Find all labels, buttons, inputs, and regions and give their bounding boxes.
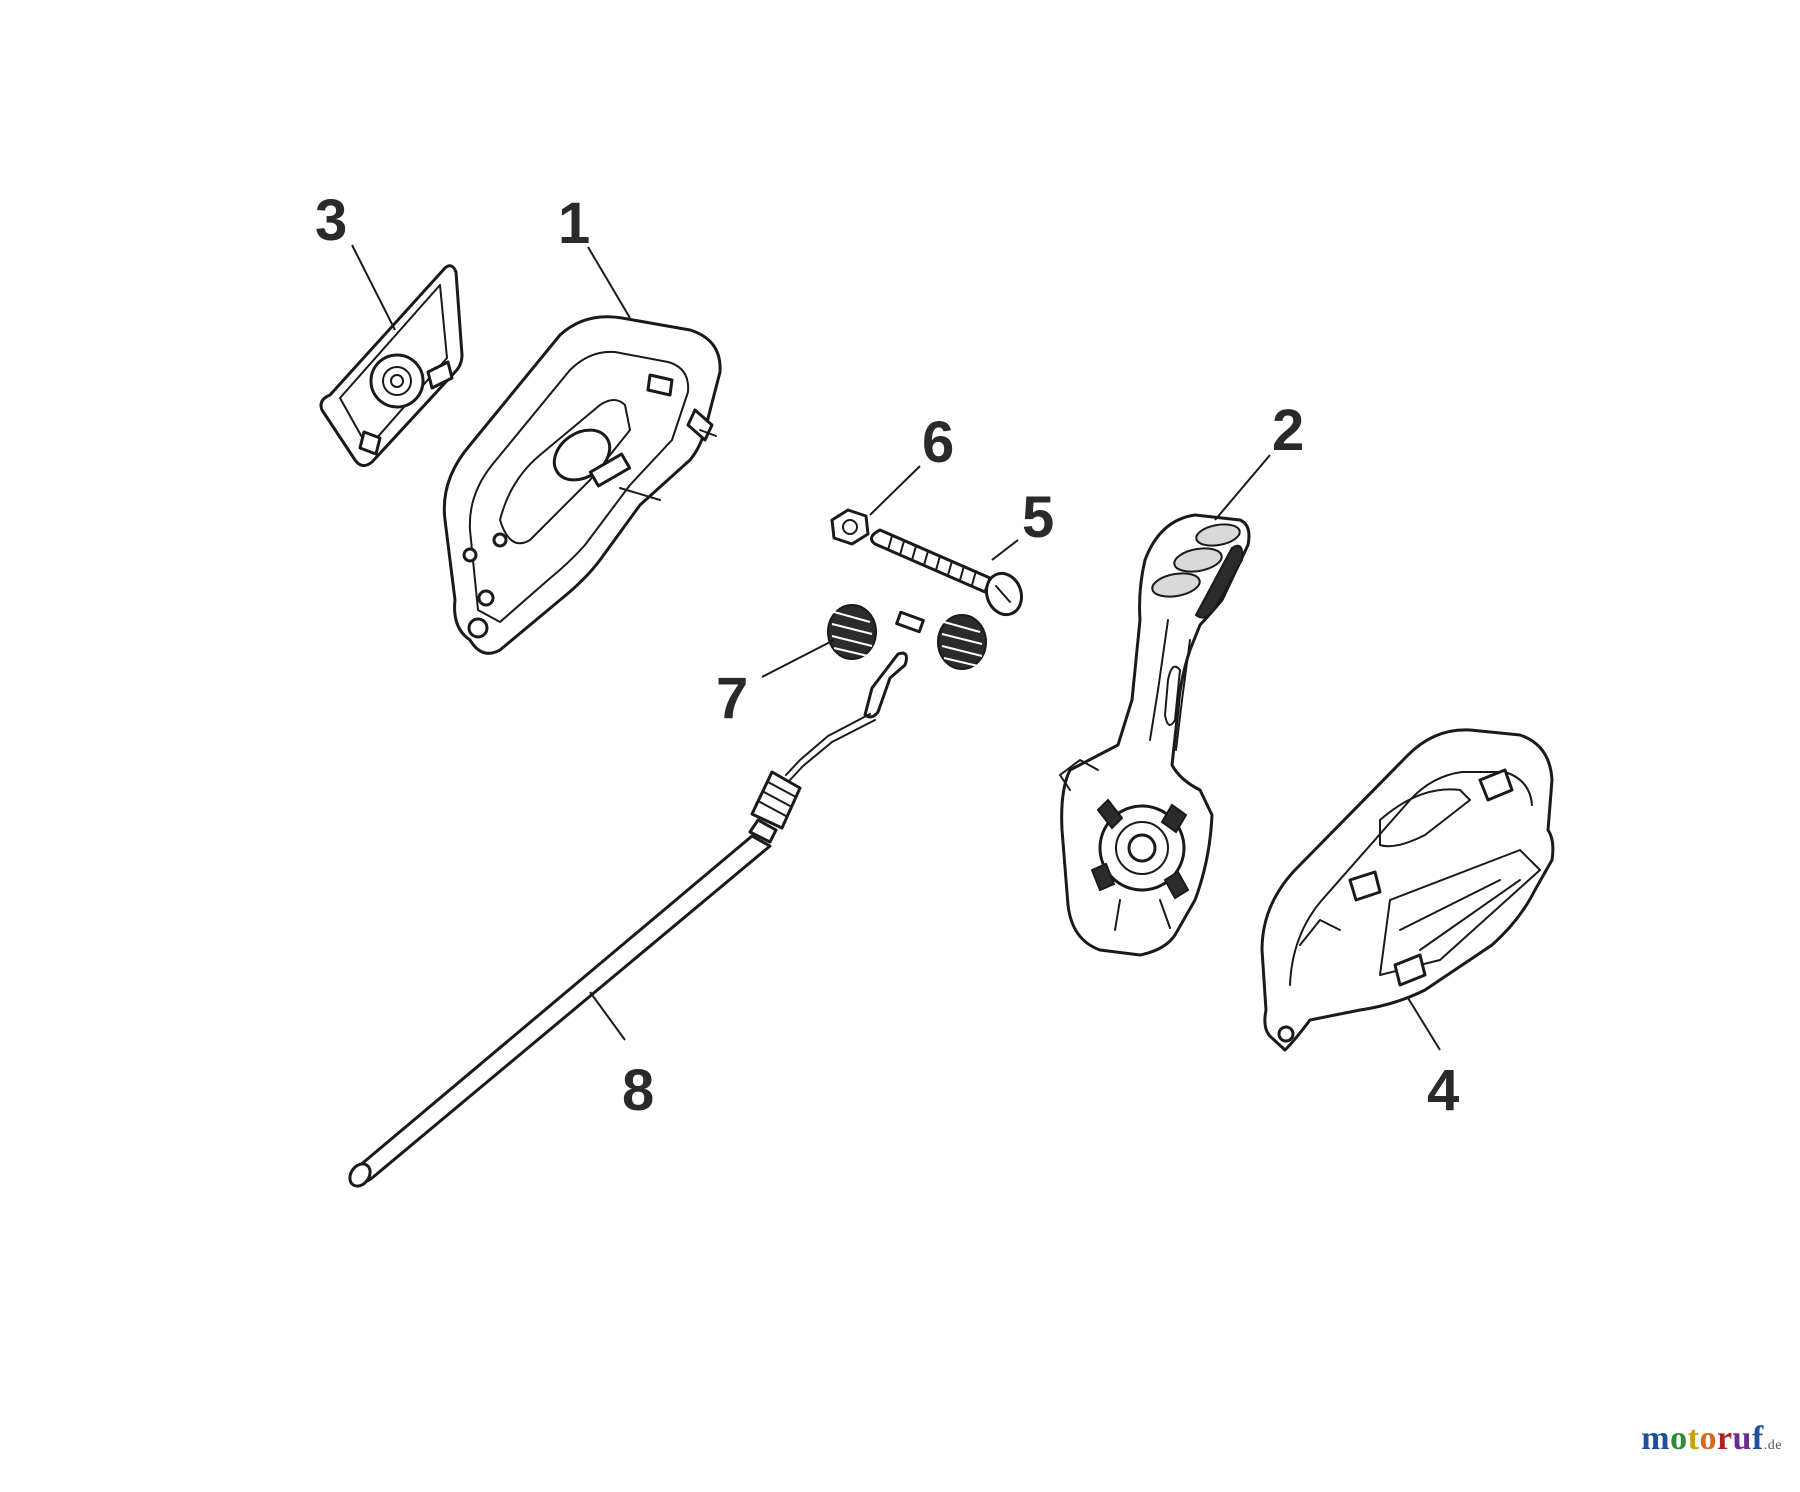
part-8-cable	[348, 651, 908, 1188]
part-5-screw	[870, 528, 1024, 617]
callout-1: 1	[558, 191, 590, 256]
part-7-springs	[827, 604, 987, 670]
callout-3: 3	[315, 188, 347, 253]
leader-1	[587, 246, 631, 319]
watermark-letter: f	[1751, 1420, 1764, 1457]
callout-5: 5	[1022, 485, 1054, 550]
spring-right	[937, 614, 987, 670]
watermark-letter: r	[1716, 1420, 1733, 1457]
callout-4: 4	[1427, 1058, 1459, 1123]
callout-2: 2	[1272, 398, 1304, 463]
part-6-nut	[830, 508, 870, 546]
watermark-letter: u	[1732, 1420, 1752, 1457]
leader-lines	[351, 244, 1441, 1051]
leader-4	[1407, 997, 1441, 1051]
watermark-letter: o	[1670, 1420, 1688, 1457]
watermark-letter: t	[1687, 1420, 1700, 1457]
callout-8: 8	[622, 1058, 654, 1123]
part-1-left-housing	[442, 315, 722, 655]
callout-7: 7	[716, 666, 748, 731]
watermark-logo: motoruf	[1641, 1420, 1764, 1457]
leader-6	[869, 465, 921, 516]
part-2-lever	[1059, 513, 1251, 957]
leader-8	[589, 991, 626, 1041]
leader-3	[351, 244, 396, 331]
leader-5	[991, 539, 1019, 561]
motoruf-watermark: motoruf.de	[1641, 1420, 1782, 1458]
watermark-suffix: .de	[1763, 1438, 1782, 1453]
leader-2	[1214, 454, 1271, 521]
callout-labels: 3 1 2 6 5 7 8 4	[315, 188, 1459, 1123]
watermark-letter: o	[1699, 1420, 1717, 1457]
watermark-letter: m	[1641, 1420, 1671, 1457]
callout-6: 6	[922, 410, 954, 475]
spring-left	[827, 604, 877, 660]
leader-7	[761, 639, 835, 678]
part-3-cover-plate	[319, 264, 464, 467]
part-4-right-housing	[1260, 728, 1555, 1052]
